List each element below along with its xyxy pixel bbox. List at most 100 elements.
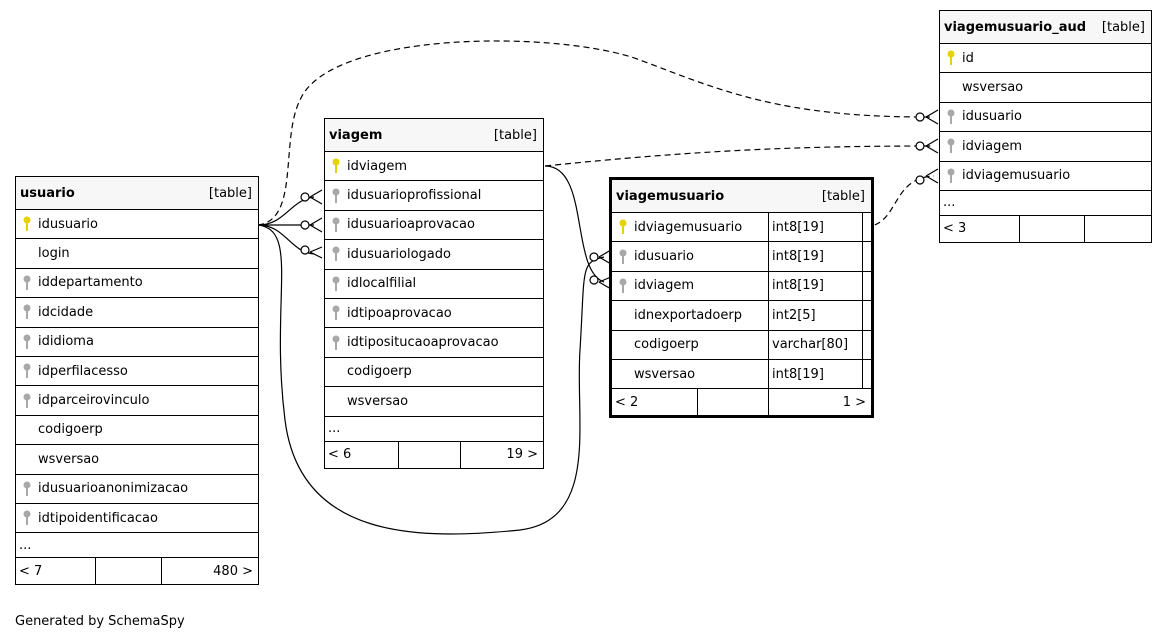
column-list: idusuario login iddepartamento idcidade idid…	[16, 210, 258, 534]
column-row[interactable]: iddepartamento	[16, 269, 258, 299]
column-row[interactable]: idtipoidentificacao	[16, 504, 258, 534]
column-row[interactable]: idtipoaprovacao	[325, 299, 543, 329]
table-kind: [table]	[1101, 19, 1145, 35]
column-row[interactable]: idusuarioanonimizacao	[16, 475, 258, 504]
column-name: idusuarioprofissional	[347, 188, 482, 204]
table-footer: < 3	[940, 215, 1151, 242]
table-header: viagem [table]	[325, 119, 543, 152]
column-name: idparceirovinculo	[38, 393, 150, 409]
primary-key-icon	[612, 219, 634, 235]
column-type: varchar[80]	[768, 330, 862, 359]
more-columns: ...	[325, 417, 543, 442]
column-name: codigoerp	[634, 337, 699, 353]
table-kind: [table]	[493, 127, 537, 143]
column-type: int2[5]	[768, 301, 862, 330]
column-row[interactable]: codigoerp	[325, 358, 543, 388]
column-extra	[862, 242, 871, 271]
column-row[interactable]: idlocalfilial	[325, 270, 543, 299]
column-row[interactable]: wsversao	[325, 387, 543, 417]
column-row[interactable]: ididioma	[16, 328, 258, 357]
footer-children	[1085, 216, 1151, 242]
column-extra	[862, 330, 871, 359]
foreign-key-icon	[325, 217, 347, 233]
table-name: viagemusuario	[616, 188, 725, 204]
footer-middle	[399, 441, 461, 468]
table-viagem[interactable]: viagem [table] idviagem idusuarioprofissi…	[324, 118, 544, 469]
column-row[interactable]: idusuario	[16, 210, 258, 240]
column-row[interactable]: codigoerp varchar[80]	[612, 330, 871, 360]
column-row[interactable]: wsversao	[940, 73, 1151, 103]
column-name: iddepartamento	[38, 275, 143, 291]
column-name: wsversao	[347, 393, 409, 409]
column-row[interactable]: idviagem	[325, 152, 543, 182]
rel-viagem-viagemusuario	[544, 165, 605, 283]
column-name: idusuario	[634, 249, 694, 265]
footer-middle	[698, 389, 769, 416]
footer-parents: < 7	[16, 558, 96, 585]
column-name: idusuarioanonimizacao	[38, 481, 189, 497]
column-row[interactable]: idusuarioaprovacao	[325, 211, 543, 241]
column-row[interactable]: wsversao int8[19]	[612, 359, 871, 390]
column-type: int8[19]	[768, 213, 862, 242]
column-name: wsversao	[634, 366, 696, 382]
column-row[interactable]: idcidade	[16, 298, 258, 328]
foreign-key-icon	[16, 363, 38, 379]
column-row[interactable]: idusuario	[940, 103, 1151, 133]
foreign-key-icon	[325, 246, 347, 262]
table-name: usuario	[20, 185, 75, 201]
table-usuario[interactable]: usuario [table] idusuario login iddepartam…	[15, 176, 259, 586]
column-name: codigoerp	[347, 364, 412, 380]
column-row[interactable]: idviagemusuario	[940, 162, 1151, 191]
footer-children: 1 >	[842, 394, 866, 410]
table-name: viagem	[329, 127, 383, 143]
foreign-key-icon	[940, 109, 962, 125]
foreign-key-icon	[16, 481, 38, 497]
table-header: viagemusuario [table]	[612, 180, 871, 213]
generated-by-label: Generated by SchemaSpy	[15, 614, 185, 629]
column-row[interactable]: idperfilacesso	[16, 357, 258, 387]
column-type: int8[19]	[768, 359, 862, 389]
column-row[interactable]: idusuariologado	[325, 240, 543, 270]
table-name: viagemusuario_aud	[944, 19, 1087, 35]
column-extra	[862, 213, 871, 242]
column-name: wsversao	[38, 451, 100, 467]
column-name: ididioma	[38, 334, 94, 350]
foreign-key-icon	[612, 249, 634, 265]
column-row[interactable]: id	[940, 44, 1151, 74]
column-row[interactable]: idparceirovinculo	[16, 386, 258, 416]
foreign-key-icon	[325, 335, 347, 351]
column-row[interactable]: idusuarioprofissional	[325, 181, 543, 211]
column-name: idviagem	[962, 138, 1023, 154]
column-extra	[862, 359, 871, 389]
foreign-key-icon	[325, 276, 347, 292]
column-row[interactable]: idviagem	[940, 132, 1151, 162]
foreign-key-icon	[940, 138, 962, 154]
footer-parents: < 3	[940, 215, 1020, 242]
rel-usuario-aud	[257, 40, 935, 226]
column-name: id	[962, 50, 974, 66]
column-row[interactable]: idtipositucaoaprovacao	[325, 328, 543, 358]
column-name: codigoerp	[38, 422, 103, 438]
column-type: int8[19]	[768, 242, 862, 271]
column-extra	[862, 301, 871, 330]
foreign-key-icon	[325, 188, 347, 204]
rel-viagemusuario-aud	[864, 175, 935, 228]
footer-middle	[1020, 215, 1085, 242]
column-row[interactable]: idusuario int8[19]	[612, 242, 871, 272]
primary-key-icon	[16, 216, 38, 232]
foreign-key-icon	[325, 305, 347, 321]
column-name: idusuario	[38, 216, 98, 232]
footer-parents: < 6	[325, 441, 399, 468]
column-row[interactable]: login	[16, 239, 258, 269]
column-row[interactable]: wsversao	[16, 445, 258, 475]
foreign-key-icon	[16, 275, 38, 291]
column-row[interactable]: codigoerp	[16, 416, 258, 446]
table-kind: [table]	[208, 185, 252, 201]
